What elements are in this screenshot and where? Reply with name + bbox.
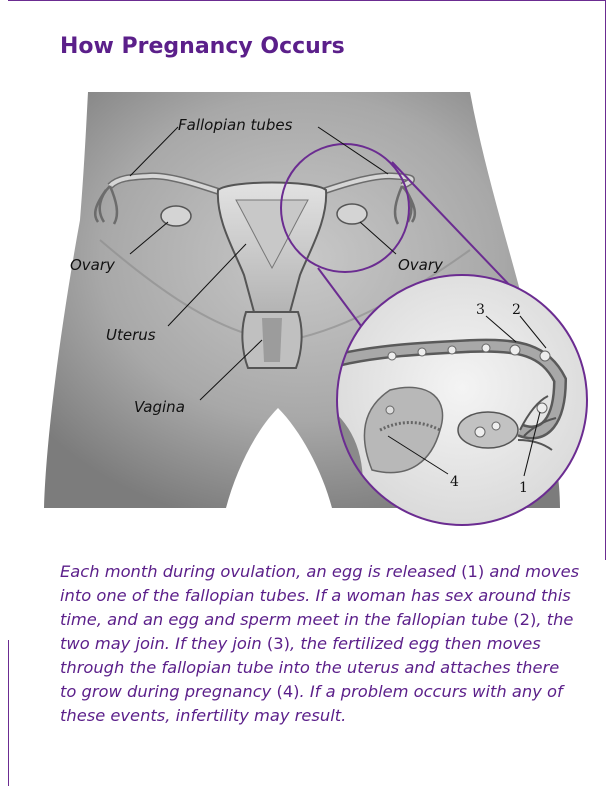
inset-number-2: 2	[512, 302, 521, 318]
label-vagina: Vagina	[134, 398, 185, 416]
caption-part-1: Each month during ovulation, an egg is r…	[60, 562, 461, 581]
inset-number-3: 3	[476, 302, 485, 318]
ovary-right	[337, 204, 367, 224]
inset-number-4: 4	[450, 474, 459, 490]
frame-left-border	[8, 640, 9, 786]
ovary-left	[161, 206, 191, 226]
label-ovary-left: Ovary	[70, 256, 116, 274]
label-uterus: Uterus	[106, 326, 156, 344]
inset-number-1: 1	[519, 480, 528, 496]
caption-text: Each month during ovulation, an egg is r…	[60, 560, 580, 728]
caption-ref-1: (1)	[461, 562, 484, 581]
caption-ref-4: (4)	[276, 682, 299, 701]
label-ovary-right: Ovary	[398, 256, 444, 274]
anatomy-illustration: Fallopian tubes Ovary Ovary Uterus Vagin…	[0, 0, 614, 560]
caption-ref-3: (3)	[267, 634, 290, 653]
caption-ref-2: (2)	[513, 610, 536, 629]
label-fallopian-tubes: Fallopian tubes	[178, 116, 293, 134]
